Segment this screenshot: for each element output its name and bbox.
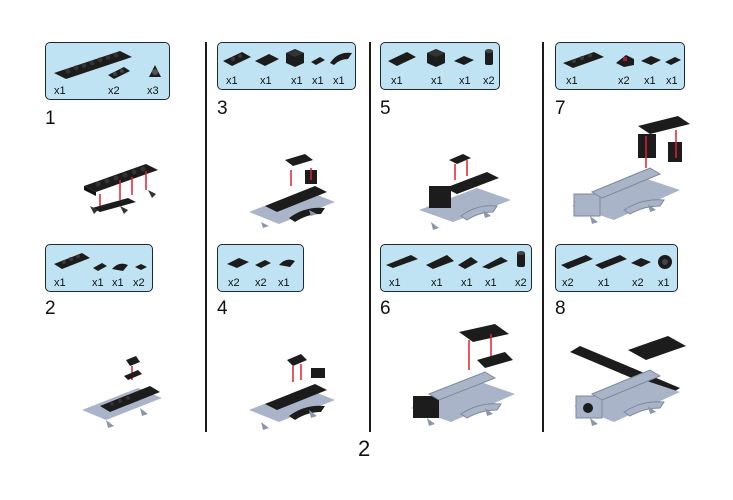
part-qty: x1 [666, 75, 678, 87]
plate-2x4-icon [54, 253, 90, 269]
part-qty: x1 [312, 75, 324, 87]
step-number: 4 [217, 298, 228, 319]
plate-1x4-icon [561, 255, 593, 269]
plate-2x2-icon [454, 56, 474, 65]
step-number: 8 [555, 298, 566, 319]
build-step-2-model [82, 356, 162, 428]
part-qty: x2 [562, 277, 574, 289]
step-number: 7 [555, 98, 566, 119]
part-qty: x1 [431, 277, 443, 289]
wedge-plate-icon [426, 255, 454, 269]
part-qty: x1 [431, 75, 443, 87]
part-qty: x1 [566, 75, 578, 87]
brick-1x1-icon [485, 49, 493, 65]
part-qty: x1 [54, 277, 66, 289]
plate-1x2-icon [255, 260, 271, 268]
step-number: 1 [45, 108, 56, 129]
build-step-8-model [570, 336, 686, 426]
column-divider [205, 42, 207, 432]
plate-2x4-icon [563, 52, 604, 68]
step-number: 3 [217, 98, 228, 119]
parts-callout-step-2: x1 x1 x1 x2 [45, 244, 153, 292]
parts-callout-step-6: x1 x1 x1 x1 x2 [380, 244, 532, 292]
part-qty: x2 [515, 277, 527, 289]
build-step-5-model [419, 154, 511, 230]
plate-1x2-icon [93, 263, 107, 271]
wedge-plate-icon [386, 255, 418, 268]
plate-1x8-icon [54, 51, 132, 79]
part-qty: x2 [228, 277, 240, 289]
brick-2x2-icon [286, 49, 304, 67]
part-qty: x1 [112, 277, 124, 289]
parts-callout-step-4: x2 x2 x1 [217, 244, 304, 292]
part-qty: x2 [483, 75, 495, 87]
column-divider [369, 42, 371, 432]
plate-2x2-icon [631, 258, 651, 267]
step-number: 6 [380, 298, 391, 319]
parts-callout-step-1: x1 x2 x3 [45, 42, 170, 100]
part-qty: x2 [108, 85, 120, 97]
plate-2x3-icon [388, 52, 416, 66]
plate-2x2-icon [641, 56, 661, 65]
part-qty: x1 [461, 277, 473, 289]
parts-callout-step-8: x2 x1 x2 x1 [555, 244, 678, 292]
plate-1x4-icon [595, 255, 627, 269]
part-qty: x1 [54, 85, 66, 97]
plate-2x2-icon [255, 54, 279, 66]
part-qty: x2 [255, 277, 267, 289]
part-qty: x1 [598, 277, 610, 289]
part-qty: x2 [133, 277, 145, 289]
build-step-1-model [84, 164, 158, 214]
tile-1x1-icon [135, 264, 147, 270]
step-number: 5 [380, 98, 391, 119]
part-qty: x1 [333, 75, 345, 87]
slope-icon [279, 259, 295, 267]
clip-plate-icon [108, 67, 130, 79]
step-number: 2 [45, 298, 56, 319]
part-qty: x1 [278, 277, 290, 289]
part-qty: x3 [147, 85, 159, 97]
curved-slope-icon [330, 52, 352, 65]
build-step-3-model [249, 154, 335, 228]
wedge-plate-icon [458, 257, 478, 269]
part-qty: x1 [226, 75, 238, 87]
plate-2x2-icon [227, 258, 249, 268]
part-qty: x1 [644, 75, 656, 87]
clip-icon [149, 65, 161, 77]
plate-1x2-icon [665, 57, 681, 65]
bracket-icon [616, 55, 634, 67]
plate-2x3-icon [223, 52, 251, 66]
part-qty: x1 [485, 277, 497, 289]
build-step-7-model [572, 116, 690, 224]
parts-callout-step-3: x1 x1 x1 x1 x1 [217, 42, 356, 90]
part-qty: x1 [389, 277, 401, 289]
part-qty: x1 [260, 75, 272, 87]
build-step-4-model [249, 354, 335, 430]
part-qty: x1 [391, 75, 403, 87]
part-qty: x2 [632, 277, 644, 289]
slope-icon [112, 263, 128, 271]
parts-callout-step-5: x1 x1 x1 x2 [380, 42, 500, 90]
plate-1x2-icon [311, 57, 325, 65]
part-qty: x1 [92, 277, 104, 289]
part-qty: x2 [618, 75, 630, 87]
build-step-6-model [411, 324, 515, 426]
part-qty: x1 [459, 75, 471, 87]
page-number: 2 [358, 436, 371, 461]
parts-callout-step-7: x1 x2 x1 x1 [555, 42, 685, 90]
brick-2x2-icon [427, 49, 445, 67]
wedge-plate-icon [482, 257, 508, 269]
brick-1x1-icon [517, 251, 525, 267]
part-qty: x1 [291, 75, 303, 87]
column-divider [542, 42, 544, 432]
part-qty: x1 [658, 277, 670, 289]
round-plate-icon [658, 255, 672, 269]
